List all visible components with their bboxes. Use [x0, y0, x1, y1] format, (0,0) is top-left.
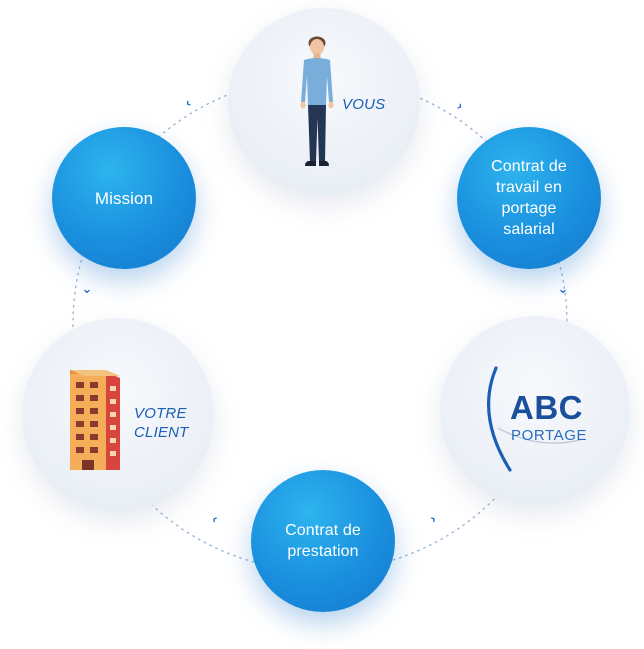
node-vous: VOUS	[228, 8, 420, 196]
abc-brand-sub: PORTAGE	[511, 427, 588, 444]
node-abc-portage: ABC PORTAGE	[440, 316, 630, 506]
mission-label: Mission	[94, 188, 154, 208]
node-contrat-travail: Contrat de travail en portage salarial	[457, 127, 601, 269]
chevron-icon: ⌄	[557, 281, 569, 296]
node-mission: Mission	[52, 127, 196, 269]
building-icon	[70, 370, 120, 470]
chevron-icon: ⌄	[81, 281, 93, 296]
abc-brand-main: ABC	[510, 389, 583, 426]
person-icon	[300, 36, 334, 166]
node-votre-client: VOTRE CLIENT	[22, 318, 214, 512]
votre-client-label: VOTRE CLIENT	[134, 405, 189, 441]
node-contrat-prestation: Contrat de prestation	[251, 470, 395, 612]
contrat-travail-label: Contrat de travail en portage salarial	[491, 158, 567, 238]
abc-portage-logo	[486, 366, 581, 472]
contrat-prestation-label: Contrat de prestation	[285, 522, 361, 560]
vous-label: VOUS	[342, 96, 386, 113]
